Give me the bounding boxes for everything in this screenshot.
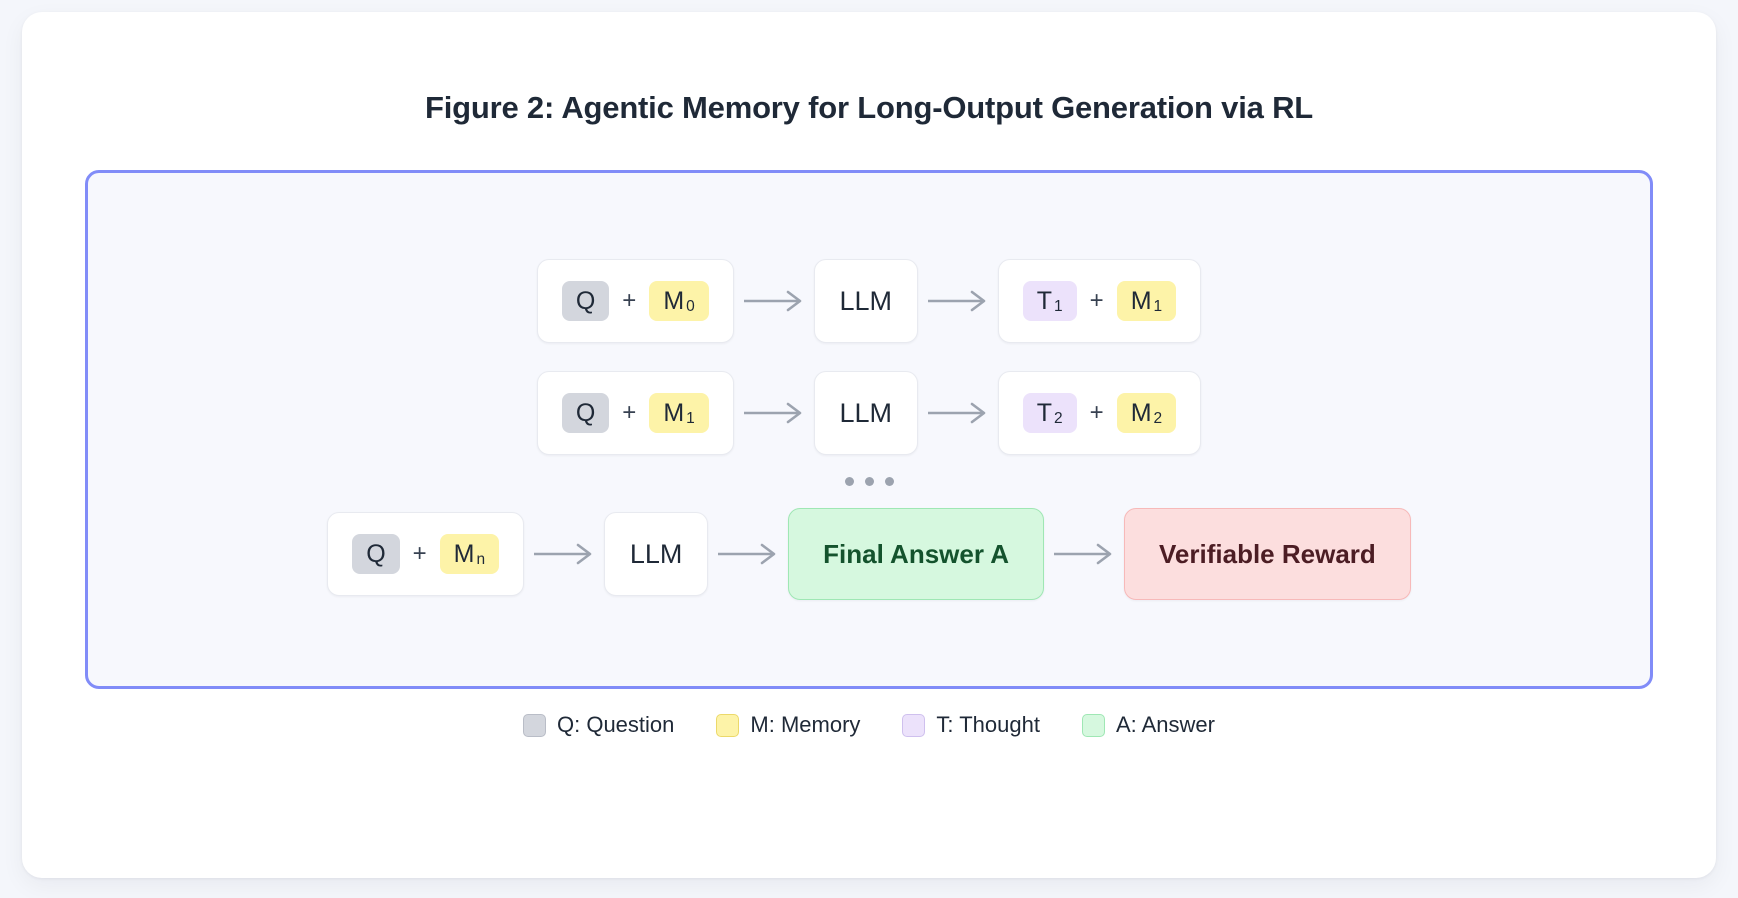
memory-chip-index: 0 [686,297,695,315]
plus-sign: + [1089,287,1104,314]
ellipsis-dot [864,477,874,486]
ellipsis-separator [844,477,894,486]
question-swatch-icon [523,713,546,737]
arrow-right-icon [918,289,998,313]
llm-box-step-1[interactable]: LLM [813,259,918,343]
thought-chip-index: 2 [1054,409,1063,427]
plus-sign: + [1089,399,1104,426]
thought-chip-index: 1 [1054,297,1063,315]
final-answer-box[interactable]: Final Answer A [788,508,1045,600]
memory-chip-index: 2 [1153,409,1163,427]
answer-swatch-icon [1081,713,1105,737]
ellipsis-dot [884,477,894,486]
thought-chip-label: T [1036,286,1053,315]
legend-item-question: Q: Question [523,712,674,738]
memory-chip-label: M [453,539,475,568]
memory-chip-label: M [1130,286,1152,315]
llm-box-step-2[interactable]: LLM [813,371,918,455]
llm-box-step-n[interactable]: LLM [604,512,709,596]
question-chip: Q [561,392,610,434]
memory-chip-label: M [1130,398,1152,427]
thought-swatch-icon [902,713,926,737]
plus-sign: + [622,287,637,314]
memory-swatch-icon [716,713,740,737]
figure-title: Figure 2: Agentic Memory for Long-Output… [424,90,1313,125]
arrow-right-icon [734,289,814,313]
arrow-right-icon [524,542,604,566]
memory-chip-index: 1 [686,409,695,427]
legend-label: Q: Question [557,712,675,737]
thought-chip-label: T [1036,398,1053,427]
ellipsis-dot [844,477,854,486]
plus-sign: + [412,540,427,567]
question-chip: Q [352,533,400,575]
arrow-right-icon [918,401,998,425]
verifiable-reward-box[interactable]: Verifiable Reward [1124,508,1411,600]
arrow-right-icon [708,542,788,566]
legend-label: A: Answer [1115,712,1215,737]
legend: Q: Question M: Memory T: Thought A: Answ… [22,712,1716,738]
memory-chip-index: 1 [1153,297,1163,315]
legend-label: M: Memory [750,712,861,737]
plus-sign: + [622,399,637,426]
legend-item-answer: A: Answer [1081,712,1215,738]
figure-card: Figure 2: Agentic Memory for Long-Output… [22,12,1716,878]
arrow-right-icon [1044,542,1124,566]
legend-item-thought: T: Thought [902,712,1040,738]
memory-chip-label: M [663,286,685,315]
legend-item-memory: M: Memory [716,712,860,738]
memory-chip-index: n [476,550,486,568]
memory-chip-label: M [663,398,685,427]
arrow-right-icon [734,401,814,425]
question-chip: Q [561,280,610,322]
legend-label: T: Thought [936,712,1040,737]
